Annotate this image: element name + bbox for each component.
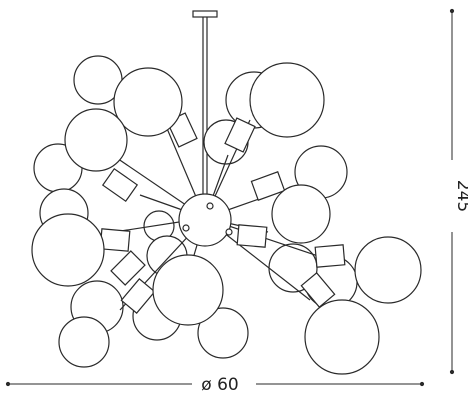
ceiling-canopy-and-rods	[192, 10, 218, 200]
height-dimension	[449, 8, 455, 375]
width-dimension	[5, 381, 425, 387]
width-dimension-end-left	[5, 381, 11, 387]
socket	[314, 244, 346, 268]
socket	[120, 278, 156, 314]
height-label: 245	[453, 180, 468, 212]
socket	[250, 171, 286, 201]
front-bulbs	[31, 62, 422, 375]
bulb	[152, 254, 224, 326]
bulb	[304, 299, 380, 375]
hub-joint	[182, 224, 190, 232]
bulb	[31, 213, 105, 287]
height-dimension-end-top	[449, 8, 455, 14]
bulb	[197, 307, 249, 359]
width-label: ø 60	[201, 375, 238, 394]
bulb	[58, 316, 110, 368]
socket	[236, 224, 268, 248]
socket	[224, 117, 256, 153]
bulb	[271, 184, 331, 244]
bulb	[64, 108, 128, 172]
bulb	[249, 62, 325, 138]
hub-joint	[225, 228, 233, 236]
socket	[110, 250, 146, 286]
height-dimension-end-bottom	[449, 369, 455, 375]
width-dimension-end-right	[419, 381, 425, 387]
socket	[101, 167, 139, 203]
bulb	[113, 67, 183, 137]
ceiling-canopy	[192, 10, 218, 18]
socket	[300, 272, 336, 308]
sockets	[99, 112, 346, 314]
socket	[99, 228, 131, 252]
bulb	[354, 236, 422, 304]
hub-sphere	[178, 193, 232, 247]
hub-joint	[206, 202, 214, 210]
central-hub	[178, 193, 233, 247]
